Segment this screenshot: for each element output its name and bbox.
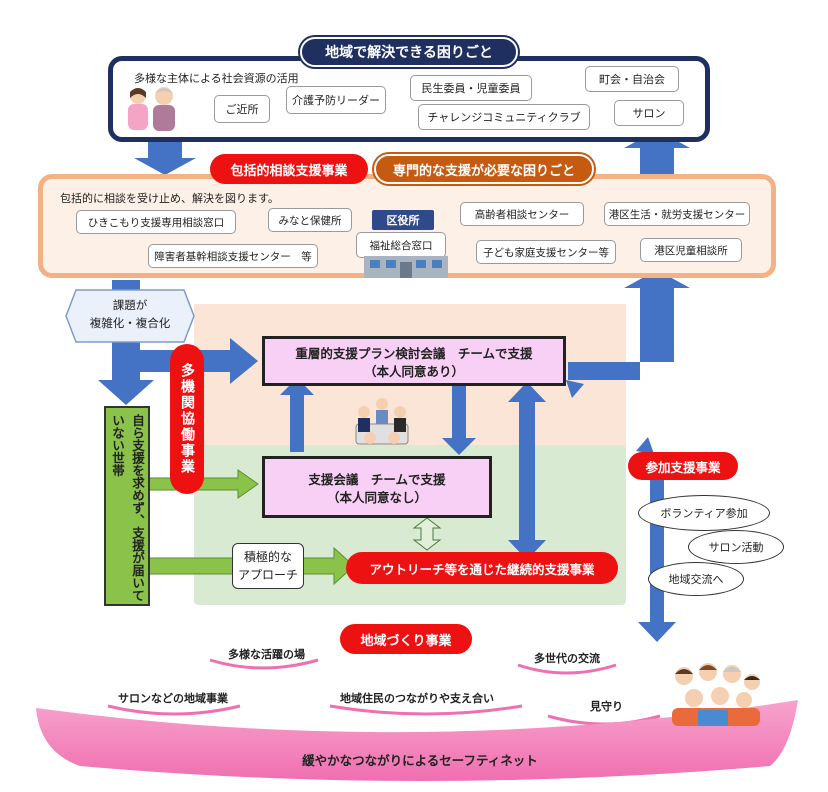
proactive-approach-box: 積極的な アプローチ <box>232 543 304 589</box>
participation-community: 地域交流へ <box>648 562 744 596</box>
specialized-support-text: 専門的な支援が必要な困りごと <box>392 163 575 179</box>
plan-meeting-box: 重層的支援プラン検討会議 チームで支援 （本人同意あり） <box>262 336 566 386</box>
middle-item-child-guidance: 港区児童相談所 <box>640 238 742 262</box>
middle-item-hikikomori: ひきこもり支援専用相談窓口 <box>76 210 236 234</box>
community-diverse-roles: 多様な活躍の場 <box>228 648 305 661</box>
community-watching: 見守り <box>590 700 623 713</box>
unreached-households-box: 自ら支援を求めず、支援が届いていない世帯 <box>104 406 150 606</box>
top-item-challenge-club: チャレンジコミュニティクラブ <box>418 104 590 130</box>
community-multigenerational: 多世代の交流 <box>534 652 600 665</box>
top-item-salon: サロン <box>614 100 684 126</box>
top-subtitle: 多様な主体による社会資源の活用 <box>134 72 299 85</box>
top-item-welfare-commissioner: 民生委員・児童委員 <box>410 75 532 101</box>
middle-item-welfare-window: 福祉総合窓口 <box>356 232 446 258</box>
middle-item-elderly-center: 高齢者相談センター <box>460 202 584 226</box>
specialized-support-label: 専門的な支援が必要な困りごと <box>374 154 594 184</box>
community-salon-events: サロンなどの地域事業 <box>118 692 228 705</box>
support-meeting-box: 支援会議 チームで支援 （本人同意なし） <box>262 456 492 518</box>
arrow-plan-participation <box>566 380 654 454</box>
middle-item-child-family-center: 子ども家庭支援センター等 <box>476 240 616 264</box>
comprehensive-consultation-label: 包括的相談支援事業 <box>210 154 368 184</box>
participation-volunteer: ボランティア参加 <box>638 495 770 531</box>
arrow-middle-to-top <box>624 130 690 182</box>
plan-meeting-line2: （本人同意あり） <box>363 364 464 379</box>
middle-item-health-center: みなと保健所 <box>268 208 352 232</box>
arc-diverse <box>209 658 319 670</box>
complex-issue-text: 課題が 複雑化・複合化 <box>89 298 171 330</box>
unreached-households-text: 自ら支援を求めず、支援が届いていない世帯 <box>110 414 145 602</box>
middle-description: 包括的に相談を受け止め、解決を図ります。 <box>60 192 279 205</box>
top-item-care-leader: 介護予防リーダー <box>286 86 386 114</box>
two-people-illustration <box>128 87 175 131</box>
community-residents-bonds: 地域住民のつながりや支え合い <box>340 692 494 705</box>
complex-issue-hexagon <box>65 289 195 343</box>
participation-salon: サロン活動 <box>688 530 784 564</box>
crowd-illustration <box>672 663 760 726</box>
arc-multigen <box>517 663 617 675</box>
top-panel-title: 地域で解決できる困りごと <box>300 37 518 67</box>
plan-meeting-line1: 重層的支援プラン検討会議 チームで支援 <box>295 346 533 361</box>
arrow-top-to-middle <box>134 140 196 175</box>
community-building-label: 地域づくり事業 <box>340 624 472 654</box>
meeting-people-illustration <box>355 398 409 445</box>
arc-residents <box>329 704 523 716</box>
arrow-plan-to-support <box>442 386 476 455</box>
support-meeting-line1: 支援会議 チームで支援 <box>308 472 446 487</box>
multi-agency-label: 多機関協働事業 <box>170 344 204 494</box>
middle-item-life-work-center: 港区生活・就労支援センター <box>604 202 750 226</box>
top-title-text: 地域で解決できる困りごと <box>325 45 493 61</box>
safety-net-text: 緩やかなつながりによるセーフティネット <box>302 753 538 768</box>
ward-office-sign: 区役所 <box>372 210 434 230</box>
arrow-participation-down <box>638 480 676 642</box>
arrow-support-to-plan <box>280 378 314 452</box>
arrow-plan-to-middle <box>568 270 690 380</box>
top-item-town-association: 町会・自治会 <box>585 66 679 92</box>
multi-agency-text: 多機関協働事業 <box>179 363 195 475</box>
arc-salon <box>107 704 241 716</box>
support-meeting-line2: （本人同意なし） <box>326 490 427 505</box>
middle-item-disability-center: 障害者基幹相談支援センター 等 <box>148 244 318 268</box>
outreach-label: アウトリーチ等を通じた継続的支援事業 <box>346 552 618 584</box>
arrow-support-outreach <box>412 517 442 551</box>
ward-office-sign-text: 区役所 <box>386 214 420 227</box>
ward-office-building <box>364 256 448 278</box>
participation-label: 参加支援事業 <box>628 452 738 480</box>
top-item-neighbors: ご近所 <box>214 95 270 123</box>
proactive-approach-text: 積極的な アプローチ <box>237 550 298 582</box>
safety-net-base <box>36 700 798 781</box>
arrow-plan-outreach <box>508 382 546 560</box>
